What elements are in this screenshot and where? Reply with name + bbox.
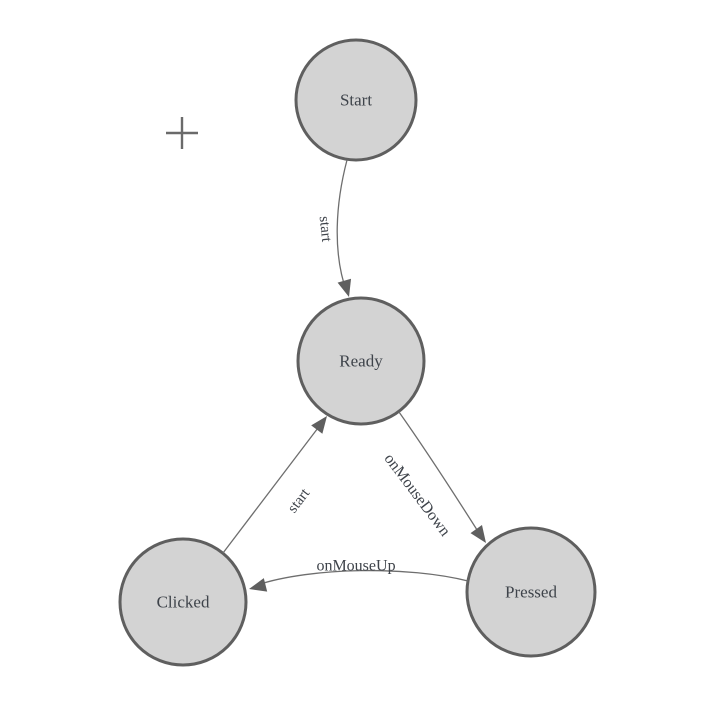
state-label: Ready bbox=[339, 352, 383, 371]
transition-line[interactable] bbox=[398, 411, 480, 534]
arrowhead-icon bbox=[337, 278, 352, 297]
transition-line[interactable] bbox=[222, 423, 322, 554]
state-label: Clicked bbox=[157, 593, 210, 612]
arrowhead-icon bbox=[249, 578, 268, 592]
transition-line[interactable] bbox=[336, 159, 348, 294]
transition-line[interactable] bbox=[256, 569, 469, 586]
transition-clicked-to-ready[interactable]: start bbox=[222, 412, 333, 554]
state-circle[interactable] bbox=[465, 526, 597, 658]
state-node-pressed[interactable]: Pressed bbox=[465, 526, 597, 658]
state-circle[interactable] bbox=[118, 537, 248, 667]
crosshair-lines bbox=[166, 117, 198, 149]
arrowhead-icon bbox=[311, 416, 327, 434]
state-node-clicked[interactable]: Clicked bbox=[118, 537, 248, 667]
state-node-start[interactable]: Start bbox=[294, 38, 418, 162]
transition-label: onMouseDown bbox=[381, 450, 454, 539]
arrowhead-icon bbox=[470, 525, 486, 543]
transition-label: start bbox=[285, 485, 314, 516]
state-label: Pressed bbox=[505, 583, 557, 602]
state-circle[interactable] bbox=[296, 296, 426, 426]
transition-pressed-to-clicked[interactable]: onMouseUp bbox=[247, 558, 469, 596]
crosshair-cursor-icon bbox=[166, 117, 198, 149]
state-circle[interactable] bbox=[294, 38, 418, 162]
transition-label: start bbox=[316, 215, 335, 243]
transition-label: onMouseUp bbox=[316, 558, 395, 575]
transition-start-to-ready[interactable]: start bbox=[316, 159, 356, 299]
transition-ready-to-pressed[interactable]: onMouseDown bbox=[381, 411, 492, 547]
state-node-ready[interactable]: Ready bbox=[296, 296, 426, 426]
state-label: Start bbox=[340, 91, 372, 110]
